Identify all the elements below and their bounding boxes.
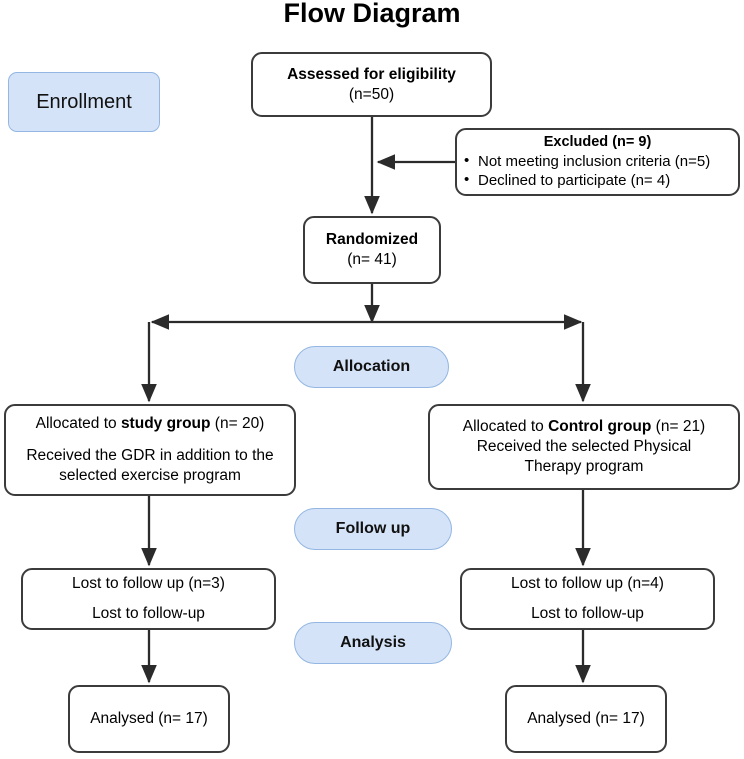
stage-label-analysis-text: Analysis <box>340 634 406 651</box>
node-allocated-control-emphasis: Control group <box>548 418 652 436</box>
node-allocated-study-line1: Allocated to study group (n= 20) <box>14 414 286 434</box>
list-item: Declined to participate (n= 4) <box>464 170 743 191</box>
node-allocated-control-line1: Allocated to Control group (n= 21) <box>438 417 730 437</box>
node-randomized-line1: Randomized <box>325 231 419 249</box>
node-analysed-control: Analysed (n= 17) <box>505 685 667 753</box>
node-lost-left-line1: Lost to follow up (n=3) <box>72 575 225 592</box>
node-assessed-for-eligibility: Assessed for eligibility (n=50) <box>251 52 492 117</box>
node-lost-right-line1: Lost to follow up (n=4) <box>511 575 664 592</box>
node-allocated-control-prefix: Allocated to <box>462 418 549 436</box>
node-allocated-study-prefix: Allocated to <box>35 415 121 433</box>
node-analysed-right-line1: Analysed (n= 17) <box>527 710 645 728</box>
node-analysed-left-line1: Analysed (n= 17) <box>90 710 208 728</box>
stage-label-enrollment: Enrollment <box>8 72 160 132</box>
node-lost-right-line2: Lost to follow-up <box>531 605 644 623</box>
stage-label-follow-up-text: Follow up <box>335 520 411 537</box>
node-lost-to-follow-up-control: Lost to follow up (n=4) Lost to follow-u… <box>460 568 715 630</box>
stage-label-follow-up: Follow up <box>294 508 452 550</box>
node-allocated-study-group: Allocated to study group (n= 20) Receive… <box>4 404 296 496</box>
list-item: Not meeting inclusion criteria (n=5) <box>464 151 743 172</box>
page-title: Flow Diagram <box>283 0 461 28</box>
node-lost-left-line2: Lost to follow-up <box>92 605 205 623</box>
node-excluded: Excluded (n= 9) Not meeting inclusion cr… <box>455 128 740 196</box>
node-analysed-study: Analysed (n= 17) <box>68 685 230 753</box>
node-allocated-study-suffix: (n= 20) <box>210 415 265 433</box>
stage-label-allocation: Allocation <box>294 346 449 388</box>
node-assessed-line1: Assessed for eligibility <box>287 65 456 83</box>
node-excluded-bullet-list: Not meeting inclusion criteria (n=5) Dec… <box>452 151 743 191</box>
node-randomized: Randomized (n= 41) <box>303 216 441 284</box>
node-excluded-heading: Excluded (n= 9) <box>543 134 652 151</box>
node-assessed-line2: (n=50) <box>348 85 395 103</box>
node-allocated-study-line3: selected exercise program <box>59 466 241 484</box>
stage-label-allocation-text: Allocation <box>332 358 411 375</box>
node-randomized-line2: (n= 41) <box>347 251 397 268</box>
stage-label-analysis: Analysis <box>294 622 452 664</box>
node-allocated-study-emphasis: study group <box>120 415 211 433</box>
node-allocated-control-group: Allocated to Control group (n= 21) Recei… <box>428 404 740 490</box>
node-allocated-control-line2: Received the selected Physical <box>476 438 692 456</box>
node-lost-to-follow-up-study: Lost to follow up (n=3) Lost to follow-u… <box>21 568 276 630</box>
node-allocated-study-line2: Received the GDR in addition to the <box>26 447 274 465</box>
stage-label-enrollment-text: Enrollment <box>36 90 132 113</box>
node-allocated-control-line3: Therapy program <box>524 457 644 475</box>
node-allocated-control-suffix: (n= 21) <box>651 418 706 436</box>
